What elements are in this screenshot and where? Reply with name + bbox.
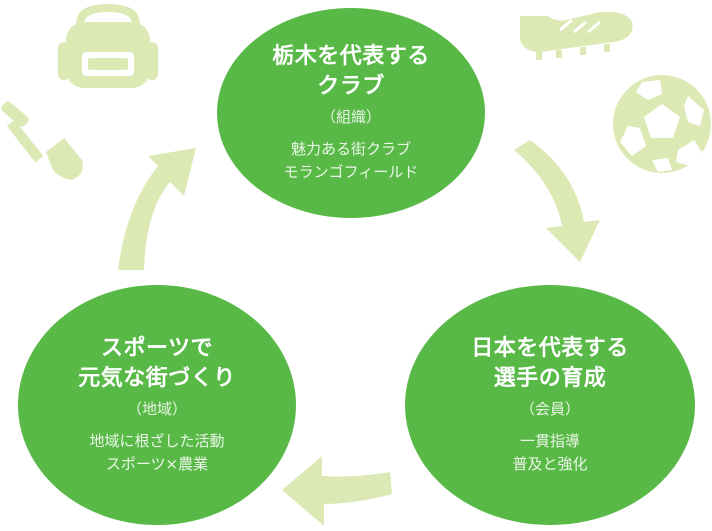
organization-description: 魅力ある街クラブ モランゴフィールド <box>283 140 419 181</box>
members-circle: 日本を代表する 選手の育成 （会員） 一貫指導 普及と強化 <box>405 285 695 525</box>
arrow-top-to-right <box>514 140 600 262</box>
soccer-shoe-icon <box>520 11 633 60</box>
arrow-right-to-left <box>282 456 392 526</box>
members-title: 日本を代表する 選手の育成 <box>471 336 629 391</box>
community-subtitle: （地域） <box>126 400 187 418</box>
arrow-left-to-top <box>118 148 196 270</box>
members-description: 一貫指導 普及と強化 <box>512 432 588 473</box>
backpack-icon <box>58 4 158 88</box>
community-title: スポーツで 元気な街づくり <box>78 336 236 391</box>
organization-title: 栃木を代表する クラブ <box>272 44 430 99</box>
soccer-ball-icon <box>613 75 711 173</box>
members-subtitle: （会員） <box>519 400 580 418</box>
cycle-arrows <box>118 140 600 526</box>
community-circle: スポーツで 元気な街づくり （地域） 地域に根ざした活動 スポーツ×農業 <box>18 285 296 525</box>
organization-circle: 栃木を代表する クラブ （組織） 魅力ある街クラブ モランゴフィールド <box>217 8 485 218</box>
shovel-icon <box>1 101 83 180</box>
community-description: 地域に根ざした活動 スポーツ×農業 <box>89 432 225 473</box>
organization-subtitle: （組織） <box>320 108 381 126</box>
